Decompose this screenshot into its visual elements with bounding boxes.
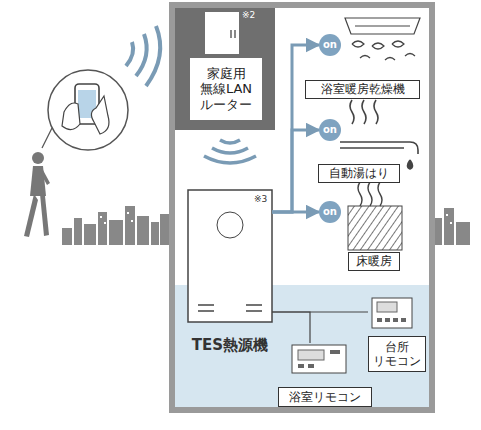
on-text: on: [323, 206, 337, 218]
label-text: 浴室暖房乾燥機: [321, 82, 405, 96]
remote-controller: 浴室リモコン: [278, 343, 374, 407]
label-text: 台所 リモコン: [372, 340, 422, 369]
label-text: 床暖房: [356, 254, 392, 268]
heat-source: TES熱源機: [188, 190, 272, 362]
control-arrow: [272, 130, 319, 212]
label-text: 自動湯はり: [329, 166, 389, 180]
router-label: 家庭用 無線LAN ルーター: [190, 58, 262, 120]
remote-controller: 台所 リモコン: [368, 296, 430, 372]
control-arrow: [272, 211, 319, 214]
device-label: 自動湯はり: [318, 164, 400, 183]
control-arrow: [272, 45, 319, 212]
label-text: 家庭用 無線LAN ルーター: [193, 66, 259, 113]
on-text: on: [323, 124, 337, 136]
note-mark: ※3: [254, 194, 267, 204]
on-indicator: on: [319, 34, 341, 56]
remote-label: 浴室リモコン: [278, 387, 372, 407]
note-mark: ※2: [242, 10, 255, 20]
on-indicator: on: [319, 201, 341, 223]
label-text: 浴室リモコン: [289, 390, 361, 404]
device-label: 浴室暖房乾燥機: [305, 80, 420, 99]
unit-name: TES熱源機: [188, 336, 272, 354]
on-indicator: on: [319, 119, 341, 141]
signal-wire: [272, 312, 310, 343]
on-text: on: [323, 39, 337, 51]
device-label: 床暖房: [348, 252, 400, 271]
remote-label: 台所 リモコン: [368, 336, 426, 372]
